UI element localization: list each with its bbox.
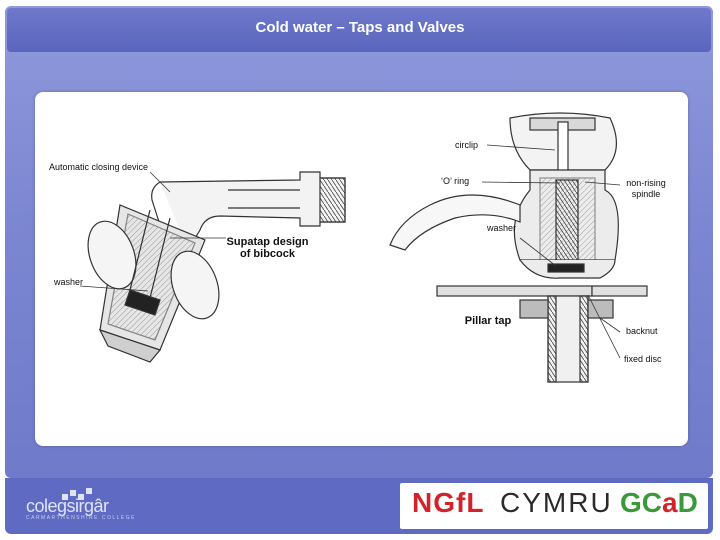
colegsirgar-logo: colegsirgâr — [26, 496, 109, 516]
leader-non-rising-spindle — [584, 181, 621, 186]
leader-washer-right — [519, 237, 557, 267]
label-pillar-tap: Pillar tap — [464, 315, 512, 327]
colegsirgar-subtitle: CARMARTHENSHIRE COLLEGE — [26, 515, 136, 521]
gcad-d: D — [677, 487, 698, 518]
cymru-logo-text: CYMRU — [500, 487, 613, 518]
label-backnut: backnut — [626, 326, 658, 336]
supatap-leaders — [79, 171, 226, 292]
colegsirgar-logo-mark — [62, 488, 92, 500]
leader-fixed-disc — [587, 294, 621, 359]
leader-washer-left — [79, 285, 149, 292]
gcad-logo-text: GCaD — [620, 487, 698, 519]
leader-circlip — [486, 144, 556, 151]
title-bar — [7, 8, 711, 52]
label-supatap: Supatap design of bibcock — [226, 236, 309, 260]
label-o-ring: ‘O’ ring — [441, 176, 470, 186]
supatap-drawing — [87, 171, 346, 363]
leader-backnut — [599, 317, 621, 333]
gcad-gc: GC — [620, 487, 662, 518]
pillar-tap-leaders — [481, 144, 621, 359]
leader-automatic-closing — [149, 171, 171, 193]
leader-o-ring — [481, 181, 561, 184]
ngfl-logo-text: NGfL — [412, 487, 485, 518]
label-fixed-disc: fixed disc — [624, 354, 662, 364]
label-circlip: circlip — [455, 140, 479, 150]
pillar-tap-drawing — [389, 112, 648, 383]
slide-title: Cold water – Taps and Valves — [255, 19, 465, 36]
label-automatic-closing-device: Automatic closing device — [49, 162, 149, 172]
label-washer-right: washer — [487, 223, 517, 233]
label-washer-left: washer — [54, 277, 84, 287]
label-non-rising-spindle: non-rising spindle — [626, 178, 666, 199]
gcad-a: a — [662, 487, 678, 518]
ngfl-cymru-gcad-logo — [400, 483, 708, 529]
